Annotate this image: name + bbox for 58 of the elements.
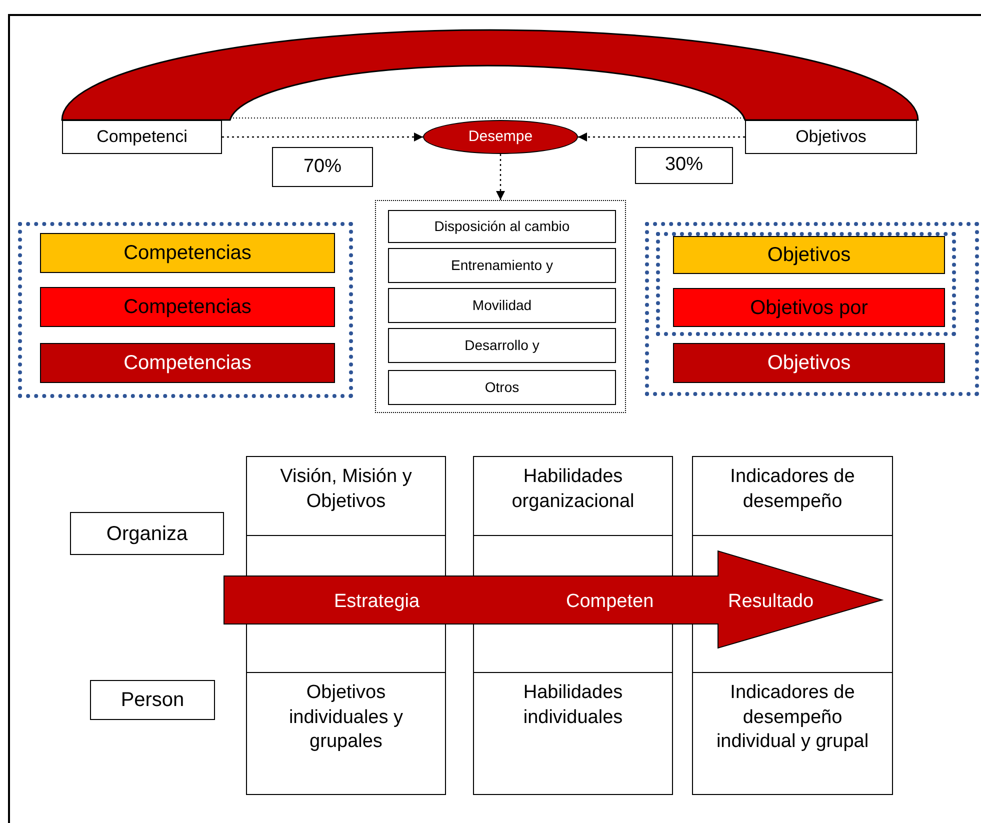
label-box	[62, 120, 222, 154]
percent-box	[635, 147, 733, 184]
percent-box	[272, 147, 373, 187]
dotted-arrow	[496, 154, 505, 200]
list-item-box	[388, 328, 616, 363]
category-bar	[673, 343, 945, 383]
node-text: Objetivos	[767, 243, 851, 268]
category-bar	[673, 288, 945, 327]
row-label-box	[90, 680, 215, 720]
node-text: Competencias	[124, 241, 252, 266]
node-text: Objetivos	[796, 126, 866, 148]
block-arrow	[224, 550, 884, 649]
node-text: Competencias	[124, 295, 252, 320]
matrix-cell	[246, 672, 446, 795]
row-label-box	[70, 512, 224, 555]
list-item-box	[388, 210, 616, 243]
matrix-cell	[246, 456, 446, 536]
node-text: Movilidad	[472, 296, 532, 315]
node-text: Habilidades organizacional	[510, 465, 636, 514]
category-bar	[40, 287, 335, 327]
label-box	[745, 120, 917, 154]
matrix-cell	[473, 672, 673, 795]
dotted-group-frame	[645, 222, 979, 396]
node-text: Indicadores de desempeño individual y grupal	[715, 681, 870, 754]
node-text: 70%	[303, 154, 342, 179]
category-bar	[673, 236, 945, 274]
node-text: Competenci	[96, 126, 188, 148]
arrow-label: Competen	[566, 590, 654, 614]
node-text: Indicadores de desempeño	[729, 465, 856, 514]
dotted-group-frame	[656, 232, 956, 336]
node-text: Objetivos	[767, 351, 851, 376]
node-text: 30%	[664, 153, 704, 178]
arrow-label: Resultado	[728, 590, 814, 614]
node-text: Otros	[484, 378, 520, 397]
node-text: Disposición al cambio	[434, 217, 570, 236]
node-text: Objetivos individuales y grupales	[288, 681, 404, 754]
matrix-cell	[473, 456, 673, 536]
list-item-box	[388, 288, 616, 323]
arrow-label: Estrategia	[334, 590, 420, 614]
matrix-cell	[692, 672, 893, 795]
node-text: Habilidades individuales	[522, 681, 624, 730]
node-text: Desempe	[468, 126, 533, 147]
node-text: Competencias	[124, 351, 252, 376]
dotted-group-frame	[375, 200, 626, 413]
node-text: Desarrollo y	[464, 336, 540, 355]
dotted-arrow	[578, 132, 745, 142]
node-text: Objetivos por	[750, 296, 868, 320]
dotted-group-frame	[18, 222, 353, 398]
node-text: Organiza	[106, 522, 188, 546]
node-text: Person	[120, 688, 184, 713]
category-bar	[40, 233, 335, 273]
category-bar	[40, 343, 335, 383]
list-item-box	[388, 370, 616, 405]
node-text: Visión, Misión y Objetivos	[279, 465, 413, 514]
dotted-arrow	[222, 132, 423, 142]
matrix-cell	[692, 456, 893, 536]
list-item-box	[388, 248, 616, 283]
node-text: Entrenamiento y	[451, 256, 553, 275]
